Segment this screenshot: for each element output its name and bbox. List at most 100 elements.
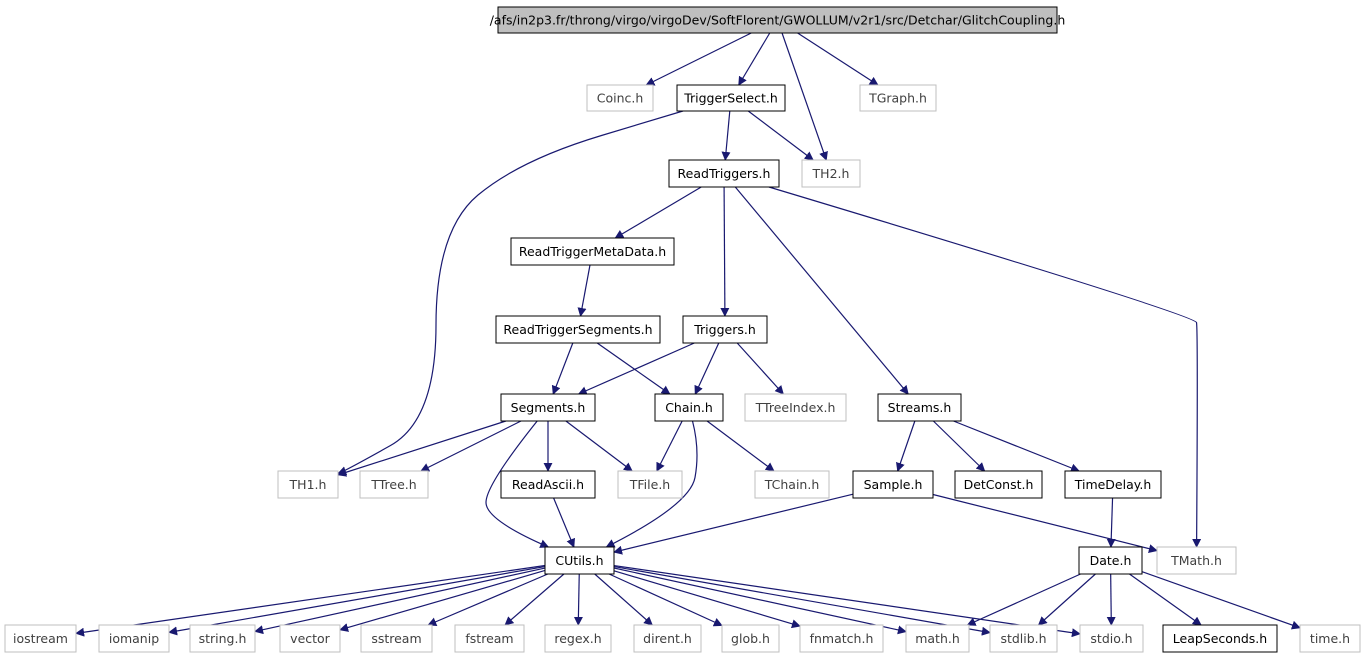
- node-tmath: TMath.h: [1156, 546, 1237, 575]
- node-math: math.h: [905, 624, 970, 653]
- node-label: Chain.h: [665, 400, 713, 415]
- node-box: [279, 624, 341, 653]
- edge-chain-to-tfile: [656, 420, 683, 472]
- edge-segments-to-th1: [337, 420, 507, 477]
- node-box: [1078, 546, 1143, 575]
- edge-cutils-to-string: [254, 567, 546, 635]
- node-triggers[interactable]: Triggers.h: [682, 315, 768, 344]
- node-box: [877, 393, 962, 422]
- edge-readtriggers-to-tmath: [768, 186, 1202, 548]
- edge-date-to-leapseconds: [1129, 573, 1202, 626]
- node-ttreeindex: TTreeIndex.h: [744, 393, 847, 422]
- node-box: [544, 546, 615, 575]
- node-label: /afs/in2p3.fr/throng/virgo/virgoDev/Soft…: [490, 13, 1066, 28]
- node-stdio: stdio.h: [1079, 624, 1144, 653]
- node-time: time.h: [1299, 624, 1361, 653]
- node-chain[interactable]: Chain.h: [654, 393, 724, 422]
- edge-date-to-stdlib: [1037, 573, 1096, 626]
- node-segments[interactable]: Segments.h: [500, 393, 596, 422]
- node-label: CUtils.h: [555, 553, 603, 568]
- node-timedelay[interactable]: TimeDelay.h: [1064, 470, 1162, 499]
- node-label: TChain.h: [764, 477, 820, 492]
- edge-sample-to-tmath: [932, 493, 1158, 554]
- node-readtriggermetadata[interactable]: ReadTriggerMetaData.h: [510, 237, 675, 266]
- node-label: TH1.h: [289, 477, 327, 492]
- node-box: [954, 470, 1043, 499]
- node-label: Triggers.h: [693, 322, 756, 337]
- node-iostream: iostream: [4, 624, 77, 653]
- node-box: [497, 6, 1058, 34]
- node-box: [500, 470, 596, 499]
- edge-cutils-to-iostream: [75, 564, 546, 637]
- edge-root-to-tgraph: [797, 32, 879, 86]
- node-label: string.h: [199, 631, 247, 646]
- node-label: sstream: [371, 631, 421, 646]
- node-root[interactable]: /afs/in2p3.fr/throng/virgo/virgoDev/Soft…: [490, 6, 1066, 34]
- edge-segments-to-tfile: [565, 420, 633, 472]
- node-label: vector: [290, 631, 331, 646]
- node-box: [1162, 624, 1278, 653]
- edge-root-to-triggerselect: [738, 32, 771, 86]
- node-dirent: dirent.h: [633, 624, 702, 653]
- node-detconst[interactable]: DetConst.h: [954, 470, 1043, 499]
- edge-cutils-to-fnmatch: [613, 570, 801, 629]
- node-leapseconds[interactable]: LeapSeconds.h: [1162, 624, 1278, 653]
- node-sstream: sstream: [360, 624, 433, 653]
- node-label: TriggerSelect.h: [683, 91, 778, 106]
- node-readtriggers[interactable]: ReadTriggers.h: [668, 159, 780, 188]
- node-box: [510, 237, 675, 266]
- node-coinc: Coinc.h: [586, 84, 654, 112]
- node-th1: TH1.h: [277, 470, 339, 499]
- node-box: [1064, 470, 1162, 499]
- node-fnmatch: fnmatch.h: [799, 624, 884, 653]
- node-triggerselect[interactable]: TriggerSelect.h: [676, 84, 786, 112]
- node-glob: glob.h: [721, 624, 780, 653]
- edge-cutils-to-sstream: [427, 573, 549, 626]
- node-streams[interactable]: Streams.h: [877, 393, 962, 422]
- node-iomanip: iomanip: [98, 624, 170, 653]
- edge-date-to-stdio: [1106, 573, 1116, 626]
- node-sample[interactable]: Sample.h: [852, 470, 934, 499]
- edges-layer: [75, 32, 1301, 638]
- edge-streams-to-timedelay: [953, 420, 1080, 473]
- node-regex: regex.h: [544, 624, 612, 653]
- edge-cutils-to-stdlib: [613, 565, 991, 636]
- node-cutils[interactable]: CUtils.h: [544, 546, 615, 575]
- node-date[interactable]: Date.h: [1078, 546, 1143, 575]
- node-label: DetConst.h: [964, 477, 1034, 492]
- node-readtriggersegments[interactable]: ReadTriggerSegments.h: [495, 315, 661, 344]
- node-label: TGraph.h: [868, 91, 927, 106]
- node-label: dirent.h: [643, 631, 692, 646]
- node-box: [682, 315, 768, 344]
- edge-segments-to-cutils: [485, 420, 550, 548]
- node-tchain: TChain.h: [754, 470, 830, 499]
- node-box: [799, 624, 884, 653]
- node-label: fnmatch.h: [810, 631, 874, 646]
- nodes-layer: /afs/in2p3.fr/throng/virgo/virgoDev/Soft…: [4, 6, 1361, 653]
- node-box: [586, 84, 654, 112]
- edge-readtriggers-to-triggers: [720, 186, 730, 317]
- node-label: TimeDelay.h: [1074, 477, 1152, 492]
- node-box: [189, 624, 256, 653]
- node-label: Segments.h: [511, 400, 586, 415]
- node-box: [676, 84, 786, 112]
- node-box: [754, 470, 830, 499]
- node-box: [668, 159, 780, 188]
- edge-cutils-to-dirent: [594, 573, 653, 626]
- node-th2: TH2.h: [801, 159, 861, 188]
- edge-readtriggermetadata-to-readtriggersegments: [577, 264, 591, 317]
- node-label: Sample.h: [864, 477, 923, 492]
- node-label: TFile.h: [629, 477, 670, 492]
- node-readascii[interactable]: ReadAscii.h: [500, 470, 596, 499]
- node-box: [360, 624, 433, 653]
- node-box: [654, 393, 724, 422]
- edge-readtriggersegments-to-segments: [551, 342, 574, 395]
- edge-sample-to-cutils: [613, 493, 854, 555]
- node-box: [801, 159, 861, 188]
- edge-triggerselect-to-th2: [747, 110, 814, 161]
- node-label: TMath.h: [1170, 553, 1222, 568]
- edge-cutils-to-regex: [573, 573, 583, 626]
- node-box: [905, 624, 970, 653]
- node-label: fstream: [465, 631, 513, 646]
- node-label: stdio.h: [1090, 631, 1132, 646]
